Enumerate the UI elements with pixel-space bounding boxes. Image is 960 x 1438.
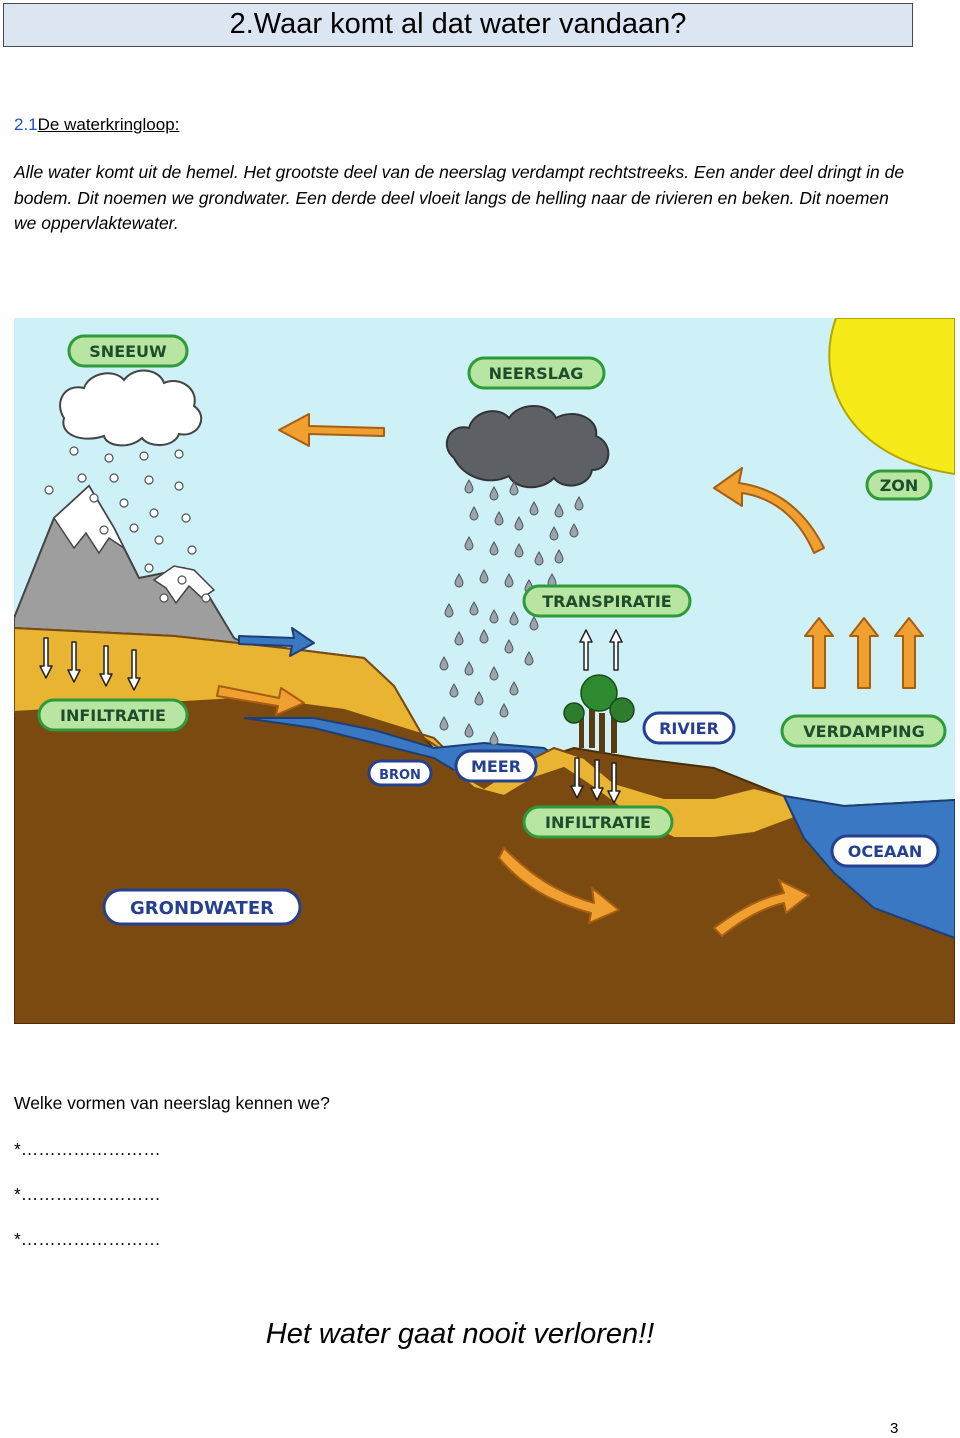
arrow-river-flow xyxy=(238,627,315,657)
sun xyxy=(828,318,955,476)
svg-text:BRON: BRON xyxy=(379,768,421,783)
label-transpiratie: TRANSPIRATIE xyxy=(522,584,692,618)
page-title-box: 2.Waar komt al dat water vandaan? xyxy=(3,3,913,47)
label-verdamping: VERDAMPING xyxy=(780,714,947,748)
page-title: 2.Waar komt al dat water vandaan? xyxy=(229,8,687,40)
label-sneeuw: SNEEUW xyxy=(67,334,189,368)
arrow-groundwater-down xyxy=(498,847,620,924)
water-cycle-diagram: SNEEUW NEERSLAG ZON TRANSPIRATIE INFILTR… xyxy=(14,318,955,1024)
label-infiltratie-center: INFILTRATIE xyxy=(522,805,674,839)
label-infiltratie-left: INFILTRATIE xyxy=(37,698,189,732)
answer-blank-1[interactable]: *…………………… xyxy=(14,1139,161,1159)
svg-text:RIVIER: RIVIER xyxy=(659,719,719,738)
section-label: De waterkringloop: xyxy=(37,115,180,134)
label-rivier: RIVIER xyxy=(642,711,736,745)
svg-text:INFILTRATIE: INFILTRATIE xyxy=(60,706,166,725)
mountain xyxy=(14,484,255,649)
svg-text:VERDAMPING: VERDAMPING xyxy=(803,722,924,741)
label-oceaan: OCEAAN xyxy=(830,834,940,868)
arrow-evaporation-curve xyxy=(713,467,825,554)
section-heading: 2.1De waterkringloop: xyxy=(14,115,179,135)
intro-paragraph: Alle water komt uit de hemel. Het groots… xyxy=(14,162,905,233)
question-text: Welke vormen van neerslag kennen we? xyxy=(14,1093,330,1113)
label-bron: BRON xyxy=(367,759,433,787)
arrow-runoff xyxy=(216,685,305,716)
tree xyxy=(563,674,635,753)
svg-text:TRANSPIRATIE: TRANSPIRATIE xyxy=(542,592,671,611)
page-number: 3 xyxy=(890,1420,899,1437)
svg-text:ZON: ZON xyxy=(880,476,919,495)
arrow-snow-transport xyxy=(278,413,385,447)
label-meer: MEER xyxy=(454,749,538,783)
answer-blank-3[interactable]: *…………………… xyxy=(14,1229,161,1249)
svg-text:NEERSLAG: NEERSLAG xyxy=(489,364,584,383)
label-zon: ZON xyxy=(865,469,933,501)
arrow-groundwater-up xyxy=(713,879,810,937)
svg-text:INFILTRATIE: INFILTRATIE xyxy=(545,813,651,832)
motto-text: Het water gaat nooit verloren!! xyxy=(265,1318,655,1350)
answer-blank-2[interactable]: *…………………… xyxy=(14,1184,161,1204)
infiltration-arrows-center xyxy=(570,757,621,804)
rain-cloud xyxy=(445,405,610,489)
svg-text:GRONDWATER: GRONDWATER xyxy=(130,898,274,919)
section-number: 2.1 xyxy=(14,115,38,134)
snow-cloud xyxy=(59,369,203,447)
label-grondwater: GRONDWATER xyxy=(102,888,302,926)
svg-text:MEER: MEER xyxy=(471,757,521,776)
svg-text:SNEEUW: SNEEUW xyxy=(89,342,167,361)
svg-text:OCEAAN: OCEAAN xyxy=(848,842,922,861)
label-neerslag: NEERSLAG xyxy=(467,356,606,390)
